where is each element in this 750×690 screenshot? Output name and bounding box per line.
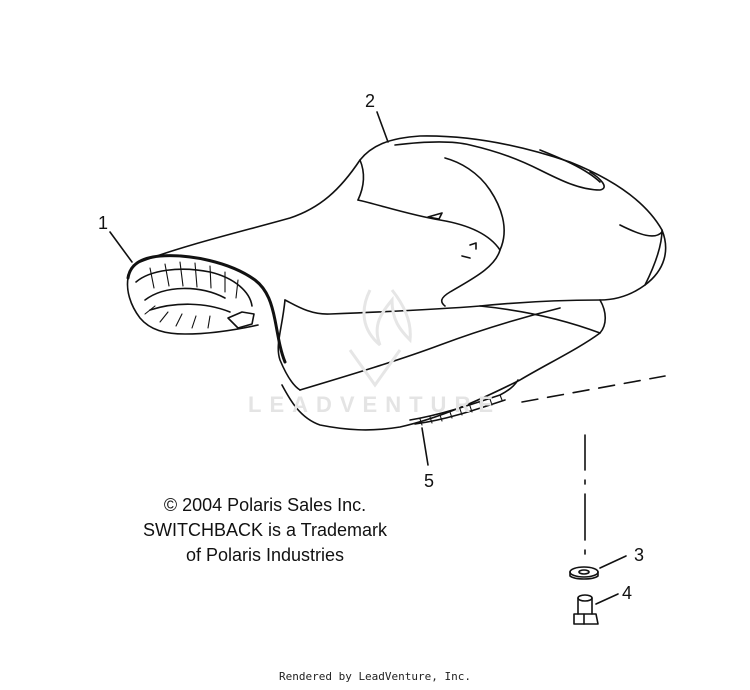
leader-1: [109, 231, 133, 263]
hinge-strip-part-5: [409, 379, 519, 426]
copyright-line-3: of Polaris Industries: [185, 545, 345, 565]
leader-4: [595, 593, 619, 605]
leader-5: [421, 427, 429, 466]
leader-3: [599, 555, 627, 569]
footer-credit: Rendered by LeadVenture, Inc.: [278, 670, 472, 683]
watermark-logo: [348, 289, 412, 388]
seat-base-part-1: [126, 254, 287, 364]
callout-5: 5: [424, 471, 435, 491]
watermark-text: LEADVENTURE: [248, 392, 502, 417]
reference-line: [521, 375, 666, 403]
bolt-part-4: [573, 594, 599, 625]
copyright-notice: © 2004 Polaris Sales Inc. SWITCHBACK is …: [120, 493, 410, 568]
seat-cover-part-2: [139, 135, 667, 431]
callout-4: 4: [622, 583, 633, 603]
callout-3: 3: [634, 545, 645, 565]
callout-1: 1: [98, 213, 109, 233]
washer-part-3: [569, 566, 599, 580]
callout-2: 2: [365, 91, 376, 111]
leader-2: [376, 111, 389, 143]
copyright-line-2: SWITCHBACK is a Trademark: [142, 520, 388, 540]
copyright-line-1: © 2004 Polaris Sales Inc.: [163, 495, 367, 515]
